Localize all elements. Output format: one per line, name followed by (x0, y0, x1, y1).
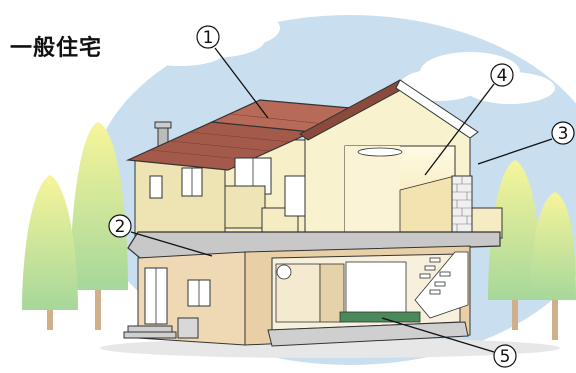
svg-text:5: 5 (500, 347, 511, 367)
svg-text:4: 4 (497, 66, 508, 86)
entrance-steps (124, 326, 176, 338)
wall-insulation-section (452, 176, 472, 238)
svg-text:2: 2 (115, 217, 126, 237)
svg-text:1: 1 (203, 28, 214, 48)
floor-mat (340, 312, 420, 322)
ceiling-light (358, 148, 402, 156)
upper-balcony (225, 186, 265, 228)
tree-left-front (22, 175, 78, 330)
svg-text:3: 3 (558, 124, 569, 144)
wall-clock (277, 265, 291, 279)
upper-left-side-window (150, 176, 162, 198)
upper-left-side-wall (135, 160, 225, 238)
outdoor-unit (178, 318, 198, 338)
